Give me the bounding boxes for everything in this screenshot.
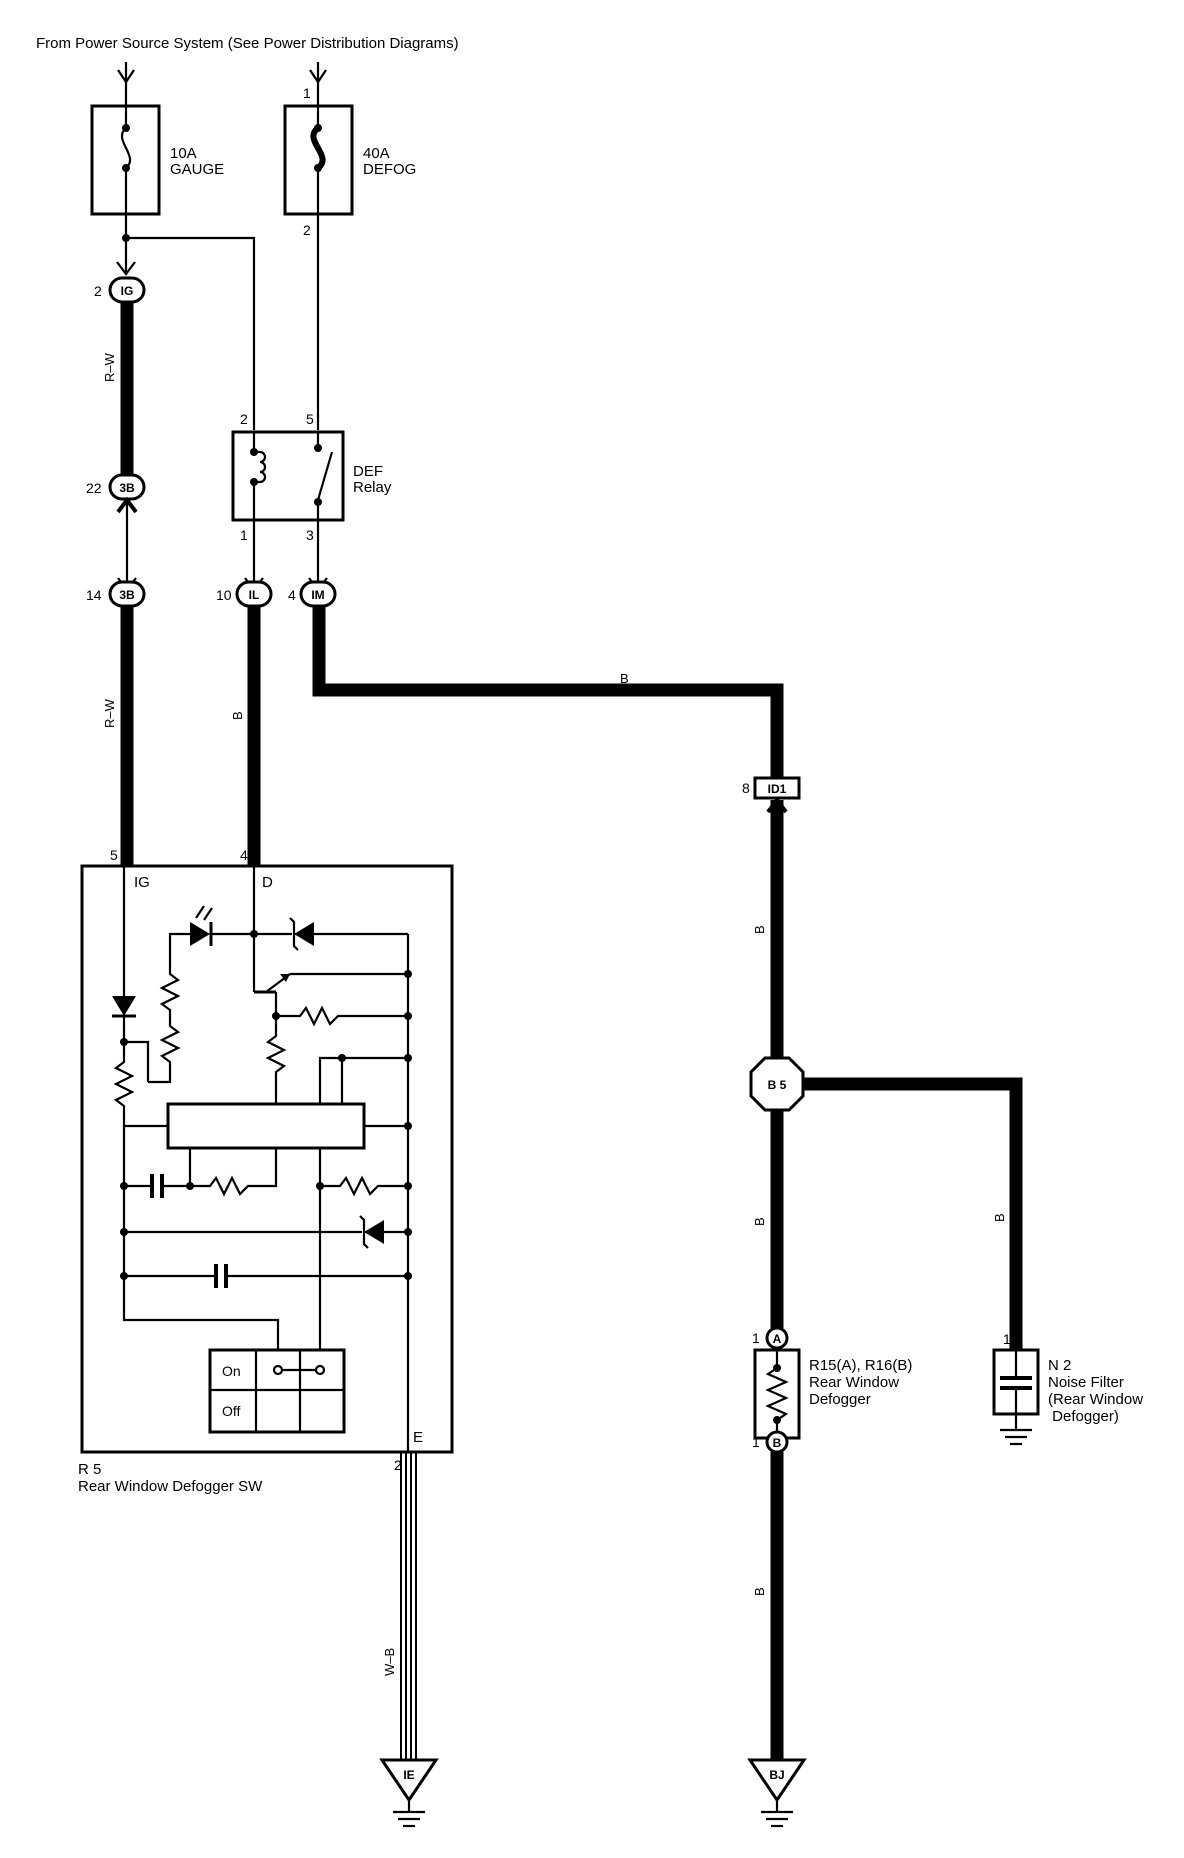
wire-label-b-id1: B: [752, 925, 767, 934]
ground-bj: BJ: [747, 1758, 807, 1828]
ground-bj-code: BJ: [769, 1768, 784, 1782]
switch-label-d: D: [262, 874, 273, 891]
fuse-40a-pin-bottom: 2: [303, 222, 311, 238]
switch-off-label: Off: [222, 1403, 241, 1419]
relay-pin-1: 1: [240, 527, 248, 543]
connector-il: 10 IL: [216, 580, 273, 608]
switch-on-label: On: [222, 1363, 241, 1379]
connector-il-code: IL: [249, 588, 260, 602]
connector-3b-upper: 22 3B: [86, 473, 146, 514]
connector-id1: 8 ID1: [742, 776, 801, 814]
defogger-term-b: B: [773, 1436, 782, 1450]
defogger-line3: Defogger: [809, 1391, 871, 1408]
connector-3b-lower-code: 3B: [119, 588, 135, 602]
noise-filter-line3: (Rear Window: [1048, 1391, 1143, 1408]
fuse-10a-rating: 10A: [170, 145, 197, 162]
defogger-pin-b: 1: [752, 1434, 760, 1450]
rear-window-defogger: 1 A 1 B R15(A), R16(B) Rear Window Defog…: [752, 1326, 912, 1454]
wire-label-wb: W–B: [382, 1648, 397, 1676]
wire-label-b-b5-down: B: [752, 1217, 767, 1226]
def-relay: 2 5 DEF Relay 1 3: [231, 411, 392, 543]
noise-filter-line2: Noise Filter: [1048, 1374, 1124, 1391]
connector-il-pin: 10: [216, 587, 232, 603]
fuse-40a-pin-top: 1: [303, 85, 311, 101]
relay-type: Relay: [353, 479, 392, 496]
relay-name: DEF: [353, 463, 383, 480]
wire-label-rw-upper: R–W: [102, 352, 117, 382]
junction-b5: B 5: [749, 1056, 805, 1112]
connector-im: 4 IM: [288, 580, 337, 608]
switch-code: R 5: [78, 1461, 101, 1478]
noise-filter: 1 N 2 Noise Filter (Rear Window Defogger…: [992, 1331, 1143, 1446]
switch-pin-e: 2: [394, 1457, 402, 1473]
wire-label-b-bottom: B: [752, 1587, 767, 1596]
relay-pin-3: 3: [306, 527, 314, 543]
ground-ie-code: IE: [403, 1768, 414, 1782]
defogger-line1: R15(A), R16(B): [809, 1357, 912, 1374]
connector-3b-lower-pin: 14: [86, 587, 102, 603]
connector-ig-code: IG: [121, 284, 134, 298]
connector-3b-upper-code: 3B: [119, 481, 135, 495]
noise-filter-pin: 1: [1003, 1331, 1011, 1347]
defogger-term-a: A: [773, 1332, 782, 1346]
connector-ig-pin: 2: [94, 283, 102, 299]
defogger-switch: 5 4 IG D E: [80, 847, 454, 1454]
connector-im-code: IM: [311, 588, 324, 602]
noise-filter-line1: N 2: [1048, 1357, 1071, 1374]
ground-ie: IE: [379, 1758, 439, 1828]
relay-pin-2: 2: [240, 411, 248, 427]
switch-label-ig: IG: [134, 874, 150, 891]
wire-wb: [400, 1452, 417, 1760]
connector-id1-code: ID1: [768, 782, 787, 796]
connector-id1-pin: 8: [742, 780, 750, 796]
defogger-pin-a: 1: [752, 1330, 760, 1346]
switch-label-e: E: [413, 1429, 423, 1446]
connector-3b-lower: 14 3B: [86, 580, 146, 608]
wire-label-b-b5-right: B: [992, 1213, 1007, 1222]
switch-name: Rear Window Defogger SW: [78, 1478, 263, 1495]
connector-3b-upper-pin: 22: [86, 480, 102, 496]
switch-pin-ig: 5: [110, 847, 118, 863]
noise-filter-line4: Defogger): [1048, 1408, 1119, 1425]
fuse-40a-defog: 1 40A DEFOG 2: [283, 62, 416, 238]
relay-pin-5: 5: [306, 411, 314, 427]
junction-b5-code: B 5: [768, 1078, 787, 1092]
header-text: From Power Source System (See Power Dist…: [36, 35, 459, 52]
wire-label-b-il: B: [230, 711, 245, 720]
switch-pin-d: 4: [240, 847, 248, 863]
fuse-40a-rating: 40A: [363, 145, 390, 162]
connector-ig: 2 IG: [94, 276, 146, 304]
wire-label-rw-lower: R–W: [102, 698, 117, 728]
fuse-40a-name: DEFOG: [363, 161, 416, 178]
fuse-10a-name: GAUGE: [170, 161, 224, 178]
defogger-line2: Rear Window: [809, 1374, 899, 1391]
wire-label-b-horizontal: B: [620, 671, 629, 686]
connector-im-pin: 4: [288, 587, 296, 603]
fuse-10a-gauge: 10A GAUGE: [90, 62, 224, 216]
